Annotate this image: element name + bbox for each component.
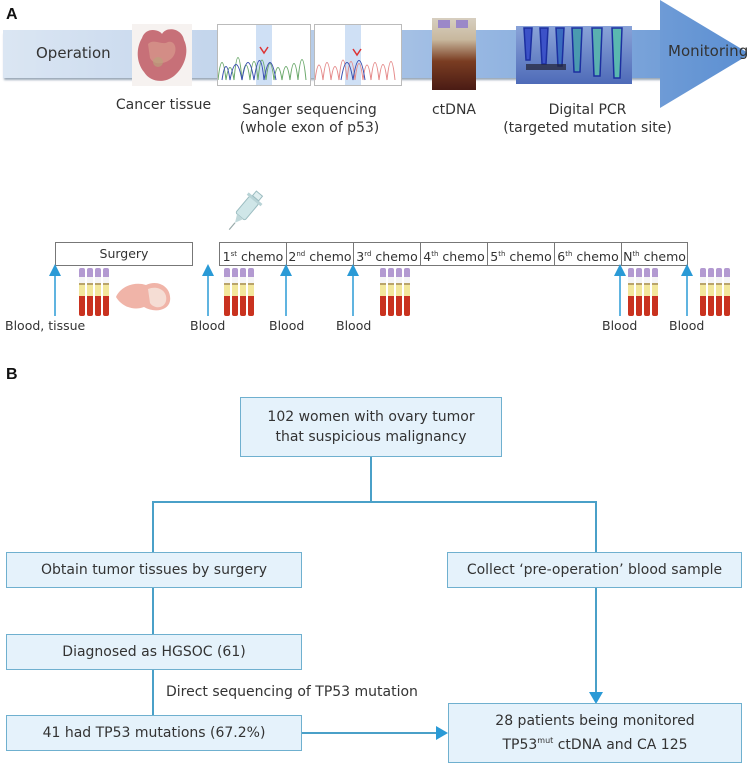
chemo-cycle-6: 6th chemo <box>555 243 622 265</box>
panel-a-label: A <box>6 6 18 23</box>
chemo-cycle-2: 2nd chemo <box>287 243 354 265</box>
sample-label: Blood <box>669 318 705 333</box>
chemo-cycle-3: 3rd chemo <box>354 243 421 265</box>
flow-box-tumor-tissues: Obtain tumor tissues by surgery <box>6 552 302 588</box>
connector-line <box>152 668 154 716</box>
cycle-ord: 5 <box>490 249 499 264</box>
cycle-ord: 3 <box>356 249 365 264</box>
connector-line <box>595 501 597 553</box>
monitoring-label: Monitoring <box>668 42 747 60</box>
connector-line <box>300 732 438 734</box>
blood-tubes-icon <box>380 268 410 316</box>
sample-arrow-icon <box>202 264 214 316</box>
tp53-text: TP53 <box>502 737 538 753</box>
arrowhead-right-icon <box>436 726 448 740</box>
blood-tubes-icon <box>628 268 658 316</box>
sample-arrow-icon <box>681 264 693 316</box>
chemo-cycle-1: 1st chemo <box>220 243 287 265</box>
enrolled-line2: that suspicious malignancy <box>275 429 467 445</box>
operation-label: Operation <box>36 44 111 62</box>
cancer-tissue-image <box>132 24 192 86</box>
sample-label: Blood <box>269 318 305 333</box>
sanger-chromatogram-reverse <box>314 24 402 86</box>
cycle-sup: rd <box>364 250 372 258</box>
chemo-timeline: 1st chemo 2nd chemo 3rd chemo 4th chemo … <box>219 242 688 266</box>
ctdna-ca125-text: ctDNA and CA 125 <box>553 737 688 753</box>
monitored-line1: 28 patients being monitored <box>495 713 695 729</box>
connector-line <box>152 501 596 503</box>
cycle-sup: th <box>565 250 573 258</box>
cycle-label: chemo <box>309 249 352 264</box>
enrolled-line1: 102 women with ovary tumor <box>267 409 475 425</box>
cycle-sup: th <box>431 250 439 258</box>
step-sanger-line1: Sanger sequencing <box>242 102 377 118</box>
cycle-sup: st <box>230 250 238 258</box>
sample-arrow-icon <box>280 264 292 316</box>
cycle-label: chemo <box>442 249 485 264</box>
step-sanger-line2: (whole exon of p53) <box>239 120 380 136</box>
surgery-box: Surgery <box>55 242 193 266</box>
connector-line <box>152 586 154 636</box>
connector-line <box>595 586 597 694</box>
flow-box-tp53-mutations: 41 had TP53 mutations (67.2%) <box>6 715 302 751</box>
connector-line <box>152 501 154 553</box>
cycle-label: chemo <box>241 249 284 264</box>
cycle-label: chemo <box>375 249 418 264</box>
cycle-label: chemo <box>509 249 552 264</box>
connector-line <box>370 456 372 502</box>
mut-superscript: mut <box>537 736 554 745</box>
chemo-cycle-n: Nth chemo <box>622 243 687 265</box>
edge-note-direct-sequencing: Direct sequencing of TP53 mutation <box>166 684 418 700</box>
monitored-line2: TP53mut ctDNA and CA 125 <box>502 731 687 755</box>
workflow-arrow-head <box>660 0 747 108</box>
sample-label: Blood <box>602 318 638 333</box>
blood-tubes-icon <box>700 268 730 316</box>
flow-box-enrolled: 102 women with ovary tumor that suspicio… <box>240 397 502 457</box>
cycle-sup: nd <box>296 250 306 258</box>
chemo-cycle-5: 5th chemo <box>488 243 555 265</box>
digital-pcr-image <box>516 26 632 84</box>
sample-arrow-icon <box>614 264 626 316</box>
cycle-ord: 6 <box>557 249 566 264</box>
cycle-label: chemo <box>576 249 619 264</box>
blood-tubes-icon <box>224 268 254 316</box>
sample-arrow-icon <box>49 264 61 316</box>
sample-label: Blood, tissue <box>5 318 86 333</box>
cycle-ord: 4 <box>423 249 432 264</box>
tissue-sample-icon <box>116 282 171 311</box>
sample-arrow-icon <box>347 264 359 316</box>
cycle-sup: th <box>632 250 640 258</box>
step-ctdna-label: ctDNA <box>431 102 477 118</box>
arrowhead-down-icon <box>589 692 603 704</box>
flow-box-monitored: 28 patients being monitored TP53mut ctDN… <box>448 703 742 763</box>
sample-label: Blood <box>336 318 372 333</box>
step-dpcr-line2: (targeted mutation site) <box>503 120 672 136</box>
flow-box-hgsoc: Diagnosed as HGSOC (61) <box>6 634 302 670</box>
flow-box-pre-op-blood: Collect ‘pre-operation’ blood sample <box>447 552 742 588</box>
step-digital-pcr-label: Digital PCR (targeted mutation site) <box>500 101 675 137</box>
cycle-ord: N <box>623 249 633 264</box>
ctdna-tubes-image <box>432 18 476 90</box>
panel-b-label: B <box>6 366 18 383</box>
sanger-chromatogram-forward <box>217 24 311 86</box>
step-cancer-tissue-label: Cancer tissue <box>115 97 212 113</box>
step-sanger-label: Sanger sequencing (whole exon of p53) <box>232 101 387 137</box>
cycle-ord: 1 <box>222 249 231 264</box>
blood-tubes-icon <box>79 268 109 316</box>
sample-label: Blood <box>190 318 226 333</box>
cycle-label: chemo <box>643 249 686 264</box>
chemo-cycle-4: 4th chemo <box>421 243 488 265</box>
step-dpcr-line1: Digital PCR <box>548 102 627 118</box>
cycle-sup: th <box>498 250 506 258</box>
syringe-icon <box>228 190 264 231</box>
cycle-ord: 2 <box>288 249 297 264</box>
